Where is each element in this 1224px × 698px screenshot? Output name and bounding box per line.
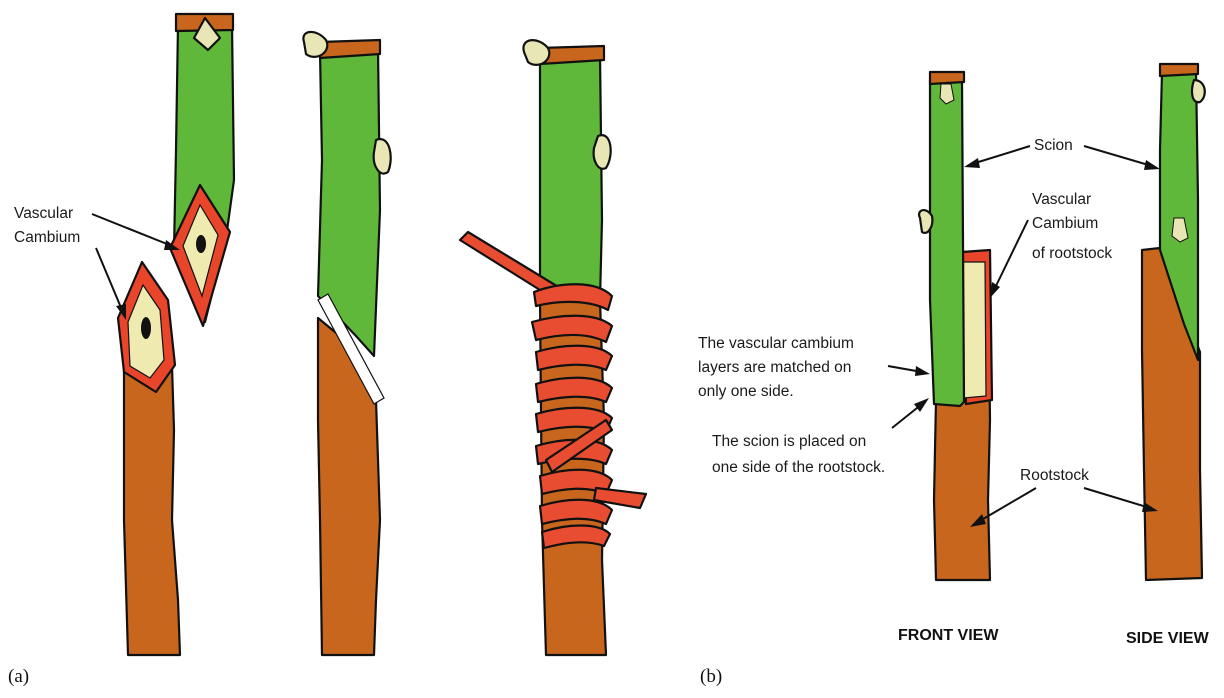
front-view-graft (919, 72, 992, 580)
arrowhead (1144, 160, 1160, 170)
note-matched-1: The vascular cambium (698, 335, 854, 352)
arrow-to-scion-cambium (92, 214, 172, 246)
arrow-cambium-rootstock (994, 220, 1028, 290)
scion-front-cut-top (930, 72, 964, 84)
panel-a-marker: (a) (8, 666, 29, 687)
arrow-rootstock-side (1084, 488, 1150, 508)
panel-b-marker: (b) (700, 666, 722, 687)
scion-3 (540, 54, 602, 300)
label-cambium-rootstock-1: Vascular (1032, 191, 1091, 208)
bud-icon (919, 210, 932, 233)
stem-3-wrapped (460, 40, 646, 655)
bud-icon (303, 32, 327, 57)
label-vascular-cambium-2: Cambium (14, 229, 80, 246)
label-scion: Scion (1034, 137, 1073, 154)
scion-2-cut-top (320, 40, 380, 58)
rootstock-cut-face (962, 262, 986, 398)
scion-side-cut-top (1160, 64, 1198, 76)
side-view-graft (1142, 64, 1205, 580)
arrow-scion-side (1084, 146, 1152, 166)
note-placed-2: one side of the rootstock. (712, 459, 885, 476)
label-vascular-cambium-1: Vascular (14, 205, 73, 222)
arrowhead (964, 158, 980, 168)
scion-1-pith (196, 235, 206, 253)
arrow-to-rootstock-cambium (96, 248, 122, 310)
bud-icon (594, 135, 611, 169)
rootstock-2 (318, 318, 380, 655)
note-matched-2: layers are matched on (698, 359, 851, 376)
arrowhead (915, 366, 930, 376)
arrow-scion-front (972, 146, 1030, 164)
rootstock-1 (124, 366, 180, 655)
label-cambium-rootstock-2: Cambium (1032, 215, 1098, 232)
note-matched-3: only one side. (698, 383, 794, 400)
rootstock-1-pith (141, 317, 151, 339)
caption-side-view: SIDE VIEW (1126, 630, 1210, 647)
caption-front-view: FRONT VIEW (898, 627, 999, 644)
note-placed-1: The scion is placed on (712, 433, 866, 450)
label-rootstock: Rootstock (1020, 467, 1089, 484)
arrowhead (914, 398, 929, 412)
stem-1-separated (118, 14, 234, 655)
bud-icon (523, 40, 549, 65)
label-cambium-rootstock-3: of rootstock (1032, 245, 1112, 262)
bud-icon (1192, 80, 1205, 102)
stem-2-joined (303, 32, 390, 655)
scion-front (930, 80, 964, 406)
bud-icon (374, 139, 391, 174)
